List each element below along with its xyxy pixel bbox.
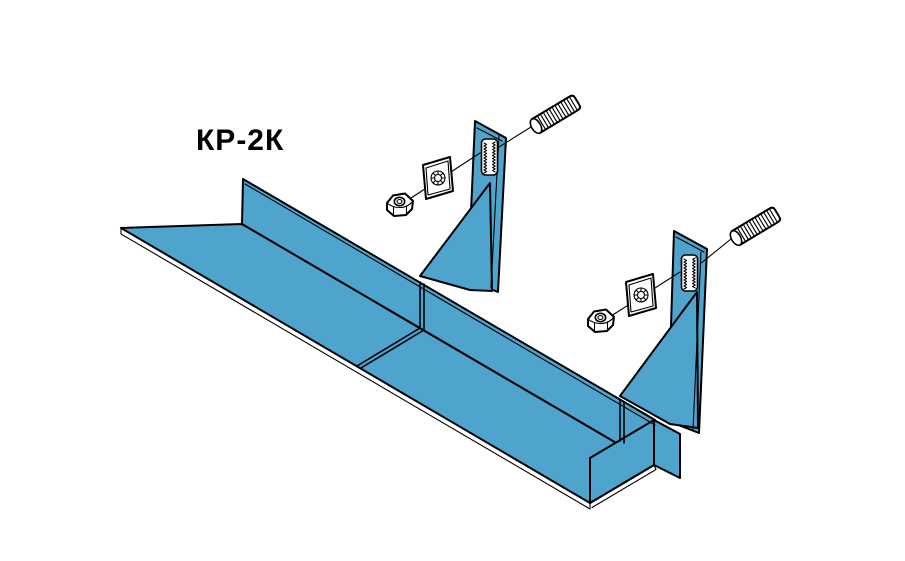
- gusset-plate-1: [419, 182, 493, 292]
- hex-nut-1: [386, 192, 414, 217]
- strap-2-detail-lines: [675, 236, 705, 431]
- serrated-slot-2: [680, 254, 699, 292]
- fasteners: [386, 93, 783, 333]
- serrated-slot-1: [480, 138, 499, 176]
- clamp-washer-1: [422, 156, 454, 200]
- mounting-strap-2: [619, 230, 708, 434]
- gusset-plate-2: [619, 291, 699, 429]
- stiffener-2-lines: [619, 399, 625, 444]
- bracket-rail: [120, 178, 681, 510]
- end-return-face: [653, 419, 681, 479]
- assembly-centerlines: [407, 126, 732, 319]
- clamp-washer-2: [625, 273, 657, 317]
- centerline-2: [607, 238, 732, 319]
- threaded-stud-2: [726, 205, 783, 249]
- stiffener-1-lines: [356, 281, 425, 369]
- hex-nut-2: [587, 308, 615, 333]
- threaded-stud-1: [526, 93, 583, 137]
- model-label: КР-2К: [196, 124, 284, 157]
- edge-thickness-lines: [120, 183, 657, 510]
